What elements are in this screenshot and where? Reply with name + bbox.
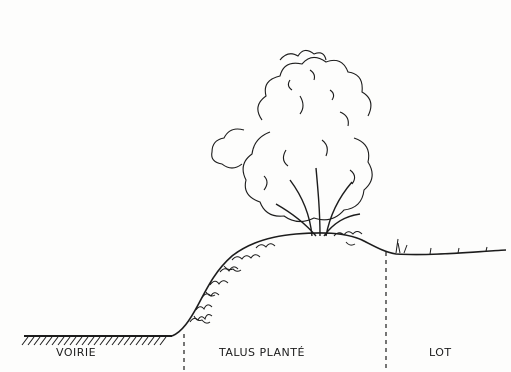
tree-trunk xyxy=(276,168,360,236)
road-hatching xyxy=(22,337,166,345)
embankment-profile xyxy=(172,233,506,336)
slope-vegetation xyxy=(190,232,362,324)
tree-canopy xyxy=(212,50,372,221)
zone-label-voirie: VOIRIE xyxy=(56,346,96,359)
zone-label-talus: TALUS PLANTÉ xyxy=(219,346,305,359)
zone-label-lot: LOT xyxy=(429,346,452,359)
